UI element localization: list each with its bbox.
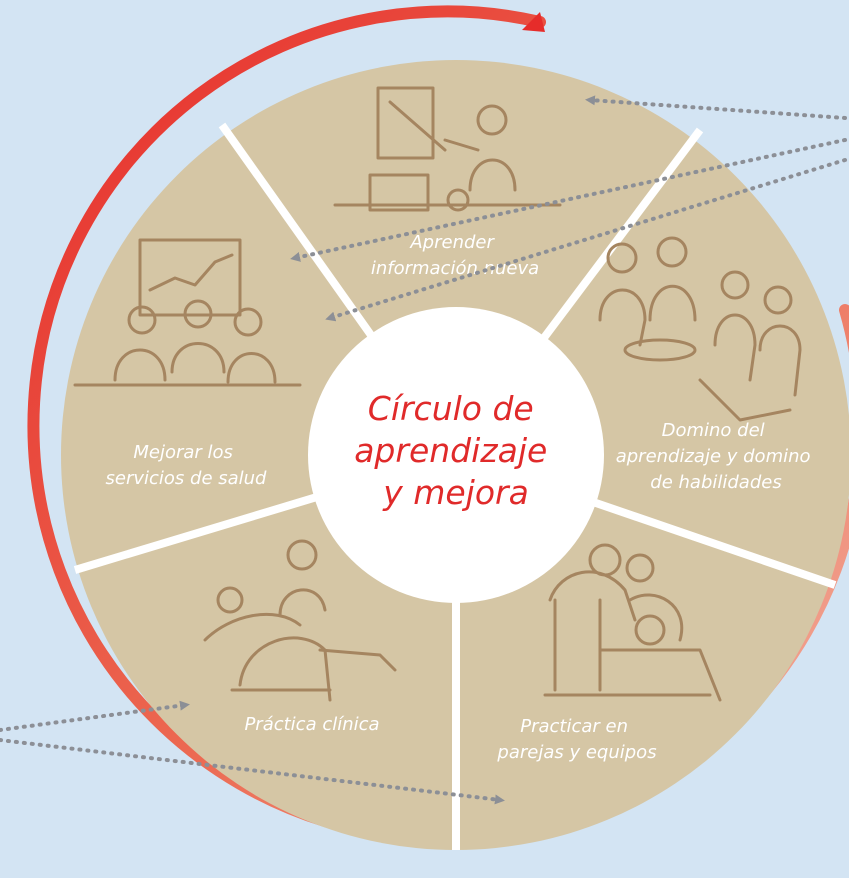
segment-pairs-line-1: Practicar en <box>520 716 628 737</box>
pair-practice-icon <box>543 543 722 702</box>
arrow-to-learn <box>585 95 847 120</box>
center-title-line-3: y mejora <box>382 473 529 512</box>
svg-text:Aprender información nueva: Aprender información nueva <box>371 232 539 279</box>
svg-text:Practicar en parejas y equ: Practicar en parejas y equipos <box>496 716 656 763</box>
clinical-care-icon <box>203 539 397 702</box>
arrow-to-improve-2 <box>325 158 847 322</box>
segment-clinical-label: Práctica clínica <box>244 714 379 735</box>
segment-improve-line-1: Mejorar los <box>133 442 233 463</box>
segment-mastery-line-3: de habilidades <box>650 472 781 493</box>
segment-mastery-line-2: aprendizaje y domino <box>616 446 811 467</box>
group-practice-icon <box>598 236 802 422</box>
center-circle <box>308 307 604 603</box>
center-title-line-2: aprendizaje <box>354 431 547 470</box>
center-title-line-1: Círculo de <box>368 389 534 428</box>
segment-improve-line-2: servicios de salud <box>106 468 268 489</box>
dotted-connectors <box>0 95 847 805</box>
teacher-at-board-icon <box>333 86 562 212</box>
svg-text:Mejorar los servicios de s: Mejorar los servicios de salud <box>106 442 268 489</box>
arrow-to-improve-1 <box>290 138 847 262</box>
svg-text:Domino del aprendizaje y d: Domino del aprendizaje y domino de habil… <box>616 420 817 493</box>
segment-learn-line-2: información nueva <box>371 258 539 279</box>
segment-learn-line-1: Aprender <box>409 232 495 253</box>
segment-pairs-line-2: parejas y equipos <box>496 742 656 763</box>
arrow-to-clinical <box>0 700 190 732</box>
svg-text:Práctica clínica: Práctica clínica <box>244 714 379 735</box>
svg-text:Círculo de aprendizaje: Círculo de aprendizaje y mejora <box>354 389 558 512</box>
segment-mastery-line-1: Domino del <box>662 420 765 441</box>
team-review-chart-icon <box>73 238 302 387</box>
cycle-arc-arrowhead <box>522 12 545 32</box>
